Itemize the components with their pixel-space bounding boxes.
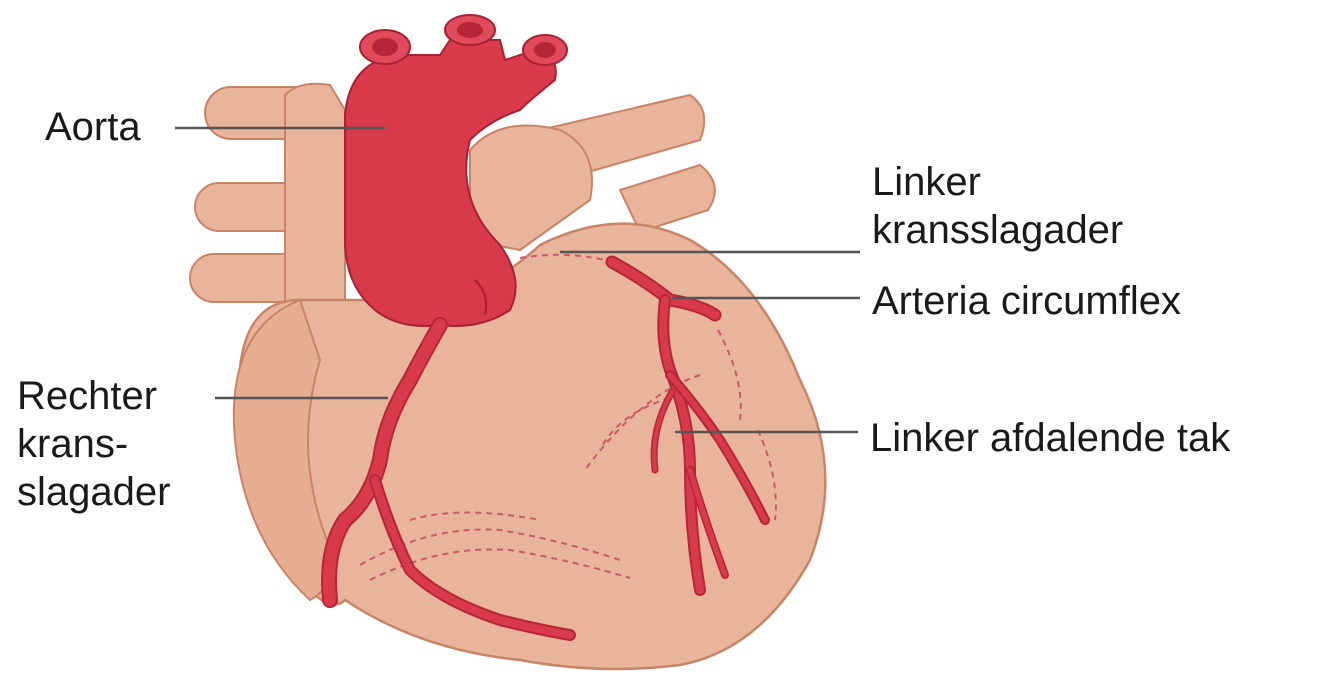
label-aorta-line1: Aorta bbox=[45, 103, 141, 151]
label-left-anterior-descending: Linker afdalende tak bbox=[870, 414, 1230, 462]
label-right-coronary-line1: Rechter bbox=[17, 372, 170, 420]
label-left-coronary-line2: kransslagader bbox=[872, 206, 1123, 254]
label-right-coronary-line2: krans- bbox=[17, 420, 170, 468]
label-lad-line1: Linker afdalende tak bbox=[870, 414, 1230, 462]
label-right-coronary-line3: slagader bbox=[17, 468, 170, 516]
label-circumflex: Arteria circumflex bbox=[872, 277, 1181, 325]
label-left-coronary: Linker kransslagader bbox=[872, 158, 1123, 254]
label-circumflex-line1: Arteria circumflex bbox=[872, 277, 1181, 325]
label-right-coronary: Rechter krans- slagader bbox=[17, 372, 170, 516]
label-aorta: Aorta bbox=[45, 103, 141, 151]
label-left-coronary-line1: Linker bbox=[872, 158, 1123, 206]
